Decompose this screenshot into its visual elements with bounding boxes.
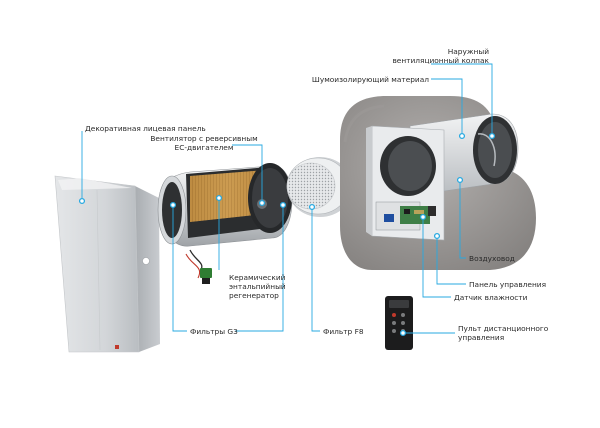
label-ceramic-regenerator: Керамический энтальпийный регенератор [229,273,286,300]
leader-insulation [431,78,463,134]
leader-fan [232,144,263,200]
label-humidity-sensor: Датчик влажности [454,293,528,302]
leader-filter-g3-left [172,205,187,332]
leader-duct [459,180,466,259]
leader-control-panel [436,236,466,285]
label-hood-line2: вентиляционный колпак [392,56,489,65]
label-ceramic-line3: регенератор [229,291,279,300]
label-fan-line1: Вентилятор с реверсивным [150,134,258,143]
decorative-front-panel-artwork [54,175,160,353]
label-filter-f8: Фильтр F8 [323,327,364,336]
leader-humidity [422,217,451,298]
leader-filter-g3-right [235,205,284,332]
label-control-panel: Панель управления [469,280,547,289]
label-filters-g3: Фильтры G3 [190,327,238,336]
label-decorative-panel: Декоративная лицевая панель [85,124,206,133]
remote-control-artwork [385,296,413,350]
label-remote-line1: Пульт дистанционного [458,324,549,333]
label-ceramic-line1: Керамический [229,273,286,282]
label-ventilation-hood: Наружный вентиляционный колпак [360,47,489,65]
callout-lines [81,63,493,334]
label-hood-line1: Наружный [447,47,489,56]
leader-hood [431,63,493,134]
leader-filter-f8 [311,207,320,332]
filter-f8-artwork [286,157,353,217]
callout-dots [78,132,496,337]
regenerator-cylinder-artwork [157,163,293,284]
wall-and-duct-artwork [340,96,536,270]
label-fan: Вентилятор с реверсивным ЕС-двигателем [145,134,263,152]
label-fan-line2: ЕС-двигателем [174,143,234,152]
label-insulation: Шумоизолирующий материал [311,75,429,84]
label-remote-line2: управления [458,333,505,342]
label-duct: Воздуховод [469,254,515,263]
label-remote-control: Пульт дистанционного управления [458,324,548,342]
label-ceramic-line2: энтальпийный [229,282,286,291]
